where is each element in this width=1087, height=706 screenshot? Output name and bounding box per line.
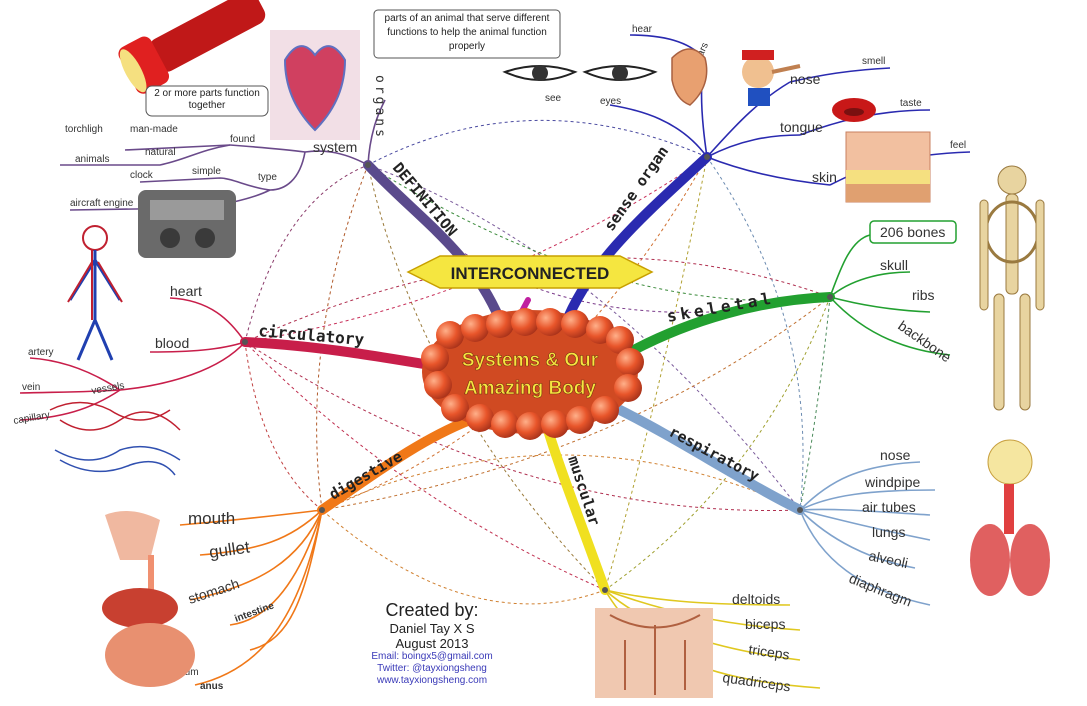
system-note-text: 2 or more parts function together	[154, 88, 260, 111]
skeleton-image	[979, 165, 1045, 411]
label-skin: skin	[812, 169, 837, 185]
eyes-image	[502, 65, 658, 81]
torch-image	[118, 0, 266, 94]
label-simple: simple	[192, 166, 221, 177]
credits-email: Email: boingx5@gmail.com	[371, 651, 493, 662]
branch-skeletal	[625, 292, 835, 357]
center-title-line1: Systems & Our	[462, 350, 599, 371]
label-hear: hear	[632, 24, 653, 35]
circulatory-labels: heart blood vessels artery vein capillar…	[13, 283, 202, 427]
system-callout	[145, 85, 269, 117]
system-note: 2 or more parts function together	[148, 88, 266, 114]
label-intestine: intestine	[233, 600, 276, 625]
label-vein: vein	[22, 382, 40, 393]
label-mouth: mouth	[188, 509, 235, 528]
label-skull: skull	[880, 257, 908, 273]
label-resp-nose: nose	[880, 447, 911, 463]
branch-title-digestive: digestive	[326, 447, 405, 503]
credits: Created by: Daniel Tay X S August 2013 E…	[352, 600, 512, 687]
muscle-image	[595, 608, 713, 698]
label-organs: organs	[372, 75, 387, 140]
ear-image	[671, 48, 708, 106]
label-biceps: biceps	[745, 616, 785, 632]
credits-twitter: Twitter: @tayxiongsheng	[377, 663, 487, 674]
label-artery: artery	[28, 347, 54, 358]
definition-labels: system found man-made torchligh natural …	[65, 75, 387, 209]
label-ribs: ribs	[912, 287, 935, 303]
label-nose: nose	[790, 71, 821, 87]
engine-image	[138, 190, 236, 258]
digestive-image	[102, 511, 195, 687]
label-stomach: stomach	[186, 575, 241, 607]
label-blood: blood	[155, 335, 189, 351]
ball-cluster-image	[421, 308, 644, 440]
branch-nodes	[242, 154, 833, 593]
label-triceps: triceps	[748, 641, 791, 663]
label-vessels: vessels	[91, 380, 126, 397]
credits-name: Daniel Tay X S	[389, 621, 475, 636]
label-man-made: man-made	[130, 124, 178, 135]
respiratory-labels: nose windpipe air tubes lungs alveoli di…	[847, 447, 921, 610]
skeletal-labels: 206 bones skull ribs backbone	[869, 220, 957, 365]
label-eyes: eyes	[600, 96, 621, 107]
label-found: found	[230, 134, 255, 145]
label-natural: natural	[145, 147, 176, 158]
label-aircraft-engine: aircraft engine	[70, 198, 134, 209]
label-capillary: capillary	[13, 410, 51, 427]
branch-circulatory	[240, 337, 435, 370]
central-topic: Systems & Our Amazing Body	[421, 308, 644, 440]
banner-text: INTERCONNECTED	[451, 264, 610, 283]
label-206-bones: 206 bones	[880, 224, 945, 240]
credits-web: www.tayxiongsheng.com	[376, 675, 488, 686]
label-gullet: gullet	[208, 537, 251, 562]
label-smell: smell	[862, 56, 885, 67]
branch-muscular	[543, 425, 610, 595]
interconnection-web	[244, 120, 831, 605]
capillary-image	[49, 401, 181, 476]
label-anus: anus	[200, 681, 224, 692]
label-system: system	[313, 139, 357, 155]
credits-created-by: Created by:	[385, 600, 479, 620]
label-air-tubes: air tubes	[862, 499, 916, 515]
lips-image	[832, 98, 876, 122]
label-heart: heart	[170, 283, 202, 299]
label-see: see	[545, 93, 562, 104]
label-type: type	[258, 172, 277, 183]
label-deltoids: deltoids	[732, 591, 780, 607]
interconnected-banner: INTERCONNECTED	[406, 255, 654, 289]
label-tongue: tongue	[780, 119, 823, 135]
heart-image	[270, 30, 360, 140]
label-feel: feel	[950, 140, 966, 151]
label-torchlight: torchligh	[65, 124, 103, 135]
label-lungs: lungs	[872, 524, 905, 540]
label-alveoli: alveoli	[867, 547, 909, 571]
branch-respiratory	[615, 405, 805, 515]
branch-definition	[363, 160, 505, 325]
organs-callout	[373, 9, 561, 59]
muscular-labels: deltoids biceps triceps quadriceps	[722, 591, 792, 695]
respiratory-image	[970, 439, 1050, 596]
label-diaphragm: diaphragm	[847, 570, 914, 610]
clipart-images	[49, 0, 1050, 698]
branch-digestive	[317, 415, 475, 515]
label-backbone: backbone	[895, 317, 954, 365]
label-windpipe: windpipe	[864, 474, 920, 490]
main-branches	[240, 152, 835, 595]
center-title-line2: Amazing Body	[464, 378, 596, 399]
label-clock: clock	[130, 170, 154, 181]
credits-date: August 2013	[395, 636, 469, 651]
circulatory-body-image	[67, 225, 123, 361]
organs-note: parts of an animal that serve different …	[376, 12, 558, 56]
branch-title-respiratory: respiratory	[666, 423, 762, 486]
pinocchio-image	[742, 50, 801, 106]
bones-206-box	[869, 220, 957, 244]
label-animals: animals	[75, 154, 109, 165]
label-quadriceps: quadriceps	[722, 669, 792, 694]
skin-image	[845, 131, 931, 203]
branch-sense	[560, 152, 712, 330]
organs-note-text: parts of an animal that serve different …	[384, 13, 550, 52]
label-taste: taste	[900, 98, 922, 109]
